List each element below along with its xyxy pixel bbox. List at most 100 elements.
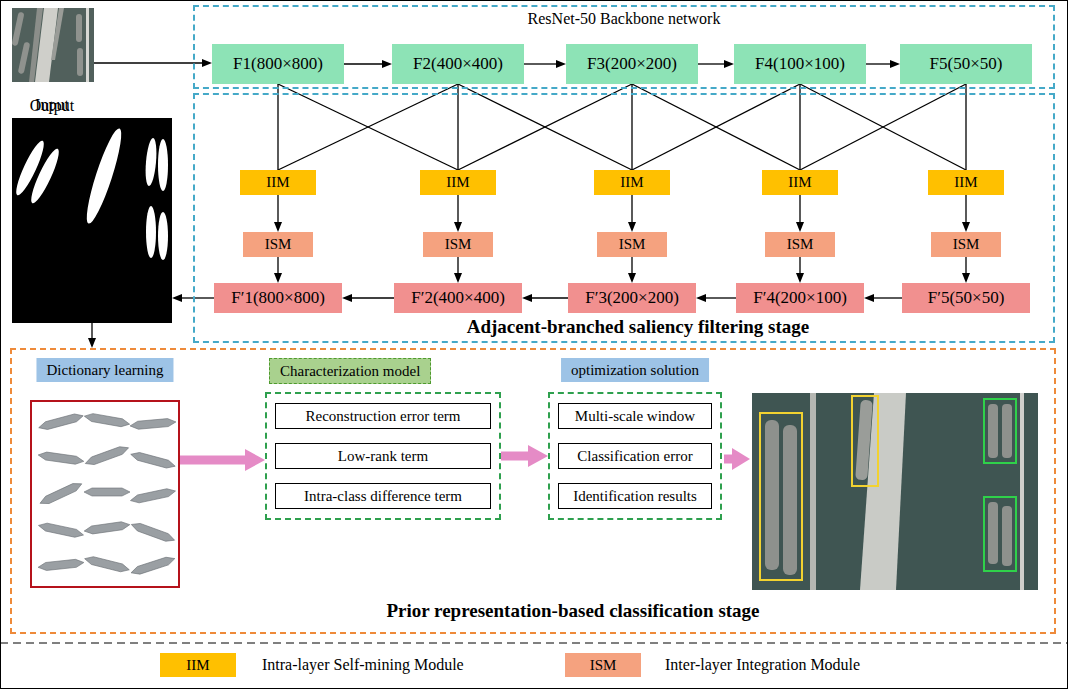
box-label: Identification results — [573, 488, 697, 505]
box-label: Reconstruction error term — [306, 408, 461, 425]
iim-box: IIM — [928, 170, 1004, 195]
ship-model — [38, 480, 83, 507]
box-label: IIM — [954, 174, 977, 191]
connector — [965, 195, 966, 222]
connector — [532, 297, 568, 298]
feature-map-box: F5(50×50) — [900, 44, 1032, 84]
connector — [965, 257, 966, 273]
box-label: F1(800×800) — [233, 54, 323, 74]
input-photo — [12, 8, 94, 82]
feature-map-box: F3(200×200) — [566, 44, 698, 84]
stage-panel: Adjacent-branched saliency filtering sta… — [193, 93, 1055, 343]
ship-mask — [27, 146, 63, 205]
ship-model — [130, 521, 176, 544]
result-photo — [752, 393, 1038, 590]
ism-box: ISM — [765, 232, 835, 257]
pier — [1020, 393, 1024, 590]
ship — [988, 404, 998, 458]
ship-mask — [158, 139, 168, 191]
legend-swatch-label: IIM — [186, 657, 209, 674]
box-label: ISM — [953, 236, 980, 253]
refined-feature-box: F′3(200×200) — [568, 283, 696, 313]
image-label: Output — [0, 97, 112, 115]
stage-title: Adjacent-branched saliency filtering sta… — [467, 316, 809, 338]
box-label: ISM — [787, 236, 814, 253]
connector — [458, 84, 632, 170]
ship-model — [130, 487, 177, 504]
ism-box: ISM — [931, 232, 1001, 257]
box-label: F2(400×400) — [413, 54, 503, 74]
separator-line — [0, 643, 1068, 644]
box-label: Intra-class difference term — [304, 488, 462, 505]
ism-box: ISM — [597, 232, 667, 257]
legend-text: Intra-layer Self-mining Module — [262, 653, 464, 677]
connector — [277, 84, 278, 170]
box-label: Multi-scale window — [575, 408, 695, 425]
detection-box — [760, 413, 802, 580]
ship-model — [130, 450, 177, 470]
connector — [631, 84, 632, 170]
connector — [182, 297, 214, 298]
refined-feature-box: F′2(400×400) — [394, 283, 522, 313]
input-image: Input — [12, 8, 94, 82]
box-label: F5(50×50) — [930, 54, 1003, 74]
ship — [765, 420, 779, 570]
flow-arrow — [501, 452, 528, 461]
model-panel: Characterization modelReconstruction err… — [265, 392, 501, 520]
connector — [632, 84, 800, 170]
ship — [988, 502, 998, 564]
box-label: ISM — [265, 236, 292, 253]
connector — [524, 63, 556, 64]
stage-panel: Prior representation-based classificatio… — [10, 348, 1056, 634]
ship-model — [84, 555, 131, 574]
flow-arrow — [724, 455, 733, 464]
ship — [783, 425, 797, 575]
ship-mask — [144, 138, 158, 187]
header-label: Characterization model — [269, 358, 431, 384]
header-label: optimization solution — [561, 358, 709, 382]
term-box: Intra-class difference term — [275, 483, 491, 509]
ship — [77, 48, 83, 76]
connector — [874, 297, 902, 298]
ism-box: ISM — [243, 232, 313, 257]
refined-feature-box: F′5(50×50) — [902, 283, 1030, 313]
legend-text: Inter-layer Integration Module — [665, 653, 860, 677]
ship-model — [84, 412, 131, 428]
dictionary-photo — [30, 400, 180, 588]
box-label: Low-rank term — [338, 448, 428, 465]
connector — [344, 63, 382, 64]
pier — [810, 393, 816, 590]
connector — [631, 257, 632, 273]
ship — [855, 400, 873, 481]
connector — [278, 84, 458, 170]
ship-model — [38, 559, 85, 572]
term-box: Low-rank term — [275, 443, 491, 469]
connector — [94, 62, 202, 63]
ship-mask — [158, 212, 168, 260]
iim-box: IIM — [420, 170, 496, 195]
connector — [457, 84, 458, 170]
feature-map-box: F2(400×400) — [392, 44, 524, 84]
ship-model — [38, 451, 85, 465]
backbone-panel: ResNet-50 Backbone networkF1(800×800) F2(… — [193, 5, 1055, 89]
detection-box — [984, 497, 1016, 571]
detection-box — [852, 396, 878, 486]
connector — [800, 84, 966, 170]
ship — [1002, 506, 1012, 566]
ship — [29, 8, 43, 82]
flow-arrow — [180, 456, 245, 465]
connector — [799, 195, 800, 222]
box-label: F′4(200×100) — [753, 288, 847, 308]
box-label: F3(200×200) — [587, 54, 677, 74]
legend-swatch: IIM — [160, 653, 236, 677]
connector — [277, 195, 278, 222]
legend-swatch: ISM — [565, 653, 641, 677]
connector — [458, 84, 632, 170]
connector — [799, 257, 800, 273]
panel-title: ResNet-50 Backbone network — [195, 7, 1053, 28]
ship — [12, 12, 25, 47]
connector — [632, 84, 800, 170]
box-label: IIM — [620, 174, 643, 191]
term-box: Classification error — [558, 443, 712, 469]
box-label: ISM — [619, 236, 646, 253]
